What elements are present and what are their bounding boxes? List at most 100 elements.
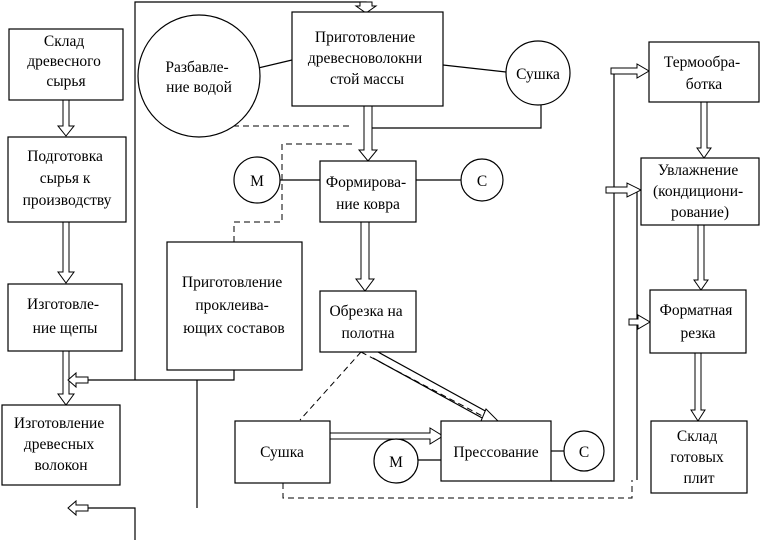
- dashed-bottom-line: [282, 480, 633, 499]
- node-trimming-label: Обрезка на полотна: [329, 303, 406, 342]
- humidifying-line-3: рование): [671, 204, 729, 221]
- binder-prep-line-3: ющих составов: [183, 320, 284, 337]
- trimming-line-2: полотна: [341, 325, 394, 342]
- node-heat-treatment: Термообра- ботка: [648, 41, 760, 103]
- fibers-line-1: Изготовление: [14, 415, 104, 432]
- mat-forming-line-1: Формирова-: [326, 174, 406, 191]
- m-forming-text: М: [250, 173, 264, 190]
- c-pressing-text: С: [579, 444, 589, 461]
- arrow-sizing-to-storage: [690, 352, 706, 422]
- node-fibers: Изготовление древесных волокон: [1, 404, 121, 486]
- m-pressing-text: М: [389, 454, 403, 471]
- arrow-heat-to-humidifying: [696, 101, 712, 159]
- node-binder-prep: Приготовление проклеива- ющих составов: [166, 241, 303, 371]
- node-finished-storage: Склад готовых плит: [650, 420, 748, 494]
- mass-prep-line-1: Приготовление: [315, 29, 415, 46]
- arrow-forming-to-trimming: [355, 221, 375, 292]
- mass-prep-line-3: стой массы: [330, 71, 405, 88]
- pressing-line-1: Прессование: [453, 444, 538, 461]
- arrow-bus-into-fibers: [67, 499, 89, 517]
- m-pressing-label: М: [389, 454, 403, 471]
- raw-storage-line-1: Склад: [44, 33, 84, 50]
- arrow-drying-to-pressing: [329, 427, 444, 445]
- node-sizing: Форматная резка: [649, 289, 747, 354]
- dilution-line-2: ние водой: [166, 79, 232, 96]
- fibers-line-2: древесных: [24, 436, 95, 453]
- binder-prep-line-2: проклеива-: [195, 297, 268, 314]
- node-m-pressing: М: [373, 438, 419, 484]
- node-binder-prep-label: Приготовление проклеива- ющих составов: [182, 274, 286, 337]
- arrow-into-heat-treatment: [610, 63, 650, 79]
- dilution-line-1: Разбавле-: [165, 59, 228, 76]
- node-dilution: Разбавле- ние водой: [137, 14, 261, 138]
- arrow-mass-to-forming: [357, 105, 379, 162]
- m-forming-label: М: [250, 173, 264, 190]
- right-bus-line: [551, 73, 615, 482]
- arrow-storage-to-prep: [56, 99, 76, 137]
- node-mat-forming-label: Формирова- ние ковра: [326, 174, 410, 213]
- mass-prep-line-2: древесноволокни: [308, 50, 422, 67]
- node-mat-forming: Формирова- ние ковра: [319, 160, 417, 223]
- node-dilution-label: Разбавле- ние водой: [165, 59, 232, 96]
- finished-storage-line-1: Склад: [677, 428, 717, 445]
- arrow-trimming-to-pressing: [372, 351, 501, 423]
- node-drying-top-label: Сушка: [516, 66, 560, 83]
- arrow-into-humidifying: [605, 182, 643, 198]
- drying-top-link: [442, 64, 507, 73]
- node-raw-storage: Склад древесного сырья: [8, 28, 124, 101]
- dashed-binder-feed: [233, 143, 352, 242]
- chips-line-2: ние щепы: [33, 320, 98, 337]
- node-mass-prep: Приготовление древесноволокни стой массы: [291, 11, 444, 107]
- node-c-pressing: С: [563, 430, 605, 472]
- finished-storage-line-2: готовых: [670, 449, 724, 466]
- mat-forming-line-2: ние ковра: [336, 196, 400, 213]
- raw-storage-line-2: древесного: [27, 53, 101, 70]
- node-finished-storage-label: Склад готовых плит: [670, 428, 727, 487]
- node-drying-top: Сушка: [505, 40, 571, 106]
- fibers-line-3: волокон: [34, 457, 87, 474]
- binder-prep-line-1: Приготовление: [182, 274, 282, 291]
- binder-return-line: [72, 370, 235, 381]
- node-chips-label: Изготовле- ние щепы: [27, 296, 103, 337]
- node-pressing-label: Прессование: [453, 444, 538, 461]
- node-raw-storage-label: Склад древесного сырья: [27, 33, 105, 90]
- node-drying-bottom-label: Сушка: [260, 444, 304, 461]
- sizing-line-2: резка: [680, 325, 715, 342]
- node-drying-bottom: Сушка: [234, 420, 331, 484]
- node-raw-prep-label: Подготовка сырья к производству: [23, 148, 112, 209]
- node-fibers-label: Изготовление древесных волокон: [14, 415, 108, 474]
- c-pressing-label: С: [579, 444, 589, 461]
- flow-arrows: [56, 1, 712, 517]
- arrow-humidifying-to-sizing: [693, 224, 709, 291]
- arrow-prep-to-chips: [57, 221, 75, 284]
- arrow-top-feed: [354, 1, 378, 14]
- node-raw-prep: Подготовка сырья к производству: [7, 136, 127, 223]
- node-pressing: Прессование: [440, 420, 552, 482]
- node-heat-treatment-label: Термообра- ботка: [664, 54, 744, 93]
- raw-storage-line-3: сырья: [46, 73, 85, 90]
- node-sizing-label: Форматная резка: [660, 302, 737, 342]
- heat-treatment-line-2: ботка: [686, 76, 723, 93]
- drying-bottom-line-1: Сушка: [260, 444, 304, 461]
- raw-prep-line-2: сырья к: [40, 170, 91, 187]
- finished-storage-line-3: плит: [683, 470, 714, 487]
- humidifying-line-2: (кондициони-: [653, 183, 743, 200]
- bus-bottom-line: [72, 507, 136, 540]
- node-chips: Изготовле- ние щепы: [7, 283, 123, 352]
- raw-prep-line-3: производству: [23, 192, 112, 209]
- humidifying-line-1: Увлажнение: [658, 162, 738, 179]
- c-forming-label: С: [477, 173, 487, 190]
- node-m-forming: М: [233, 156, 281, 204]
- arrow-binder-into-fibers: [67, 371, 89, 389]
- c-forming-text: С: [477, 173, 487, 190]
- heat-treatment-line-1: Термообра-: [664, 54, 740, 71]
- chips-line-1: Изготовле-: [27, 296, 99, 313]
- node-trimming: Обрезка на полотна: [319, 290, 417, 353]
- node-humidifying-label: Увлажнение (кондициони- рование): [653, 162, 747, 221]
- arrow-chips-to-fibers: [57, 350, 75, 406]
- drying-top-return: [372, 104, 542, 129]
- trimming-line-1: Обрезка на: [329, 303, 402, 320]
- drying-top-line-1: Сушка: [516, 66, 560, 83]
- node-humidifying: Увлажнение (кондициони- рование): [640, 157, 760, 226]
